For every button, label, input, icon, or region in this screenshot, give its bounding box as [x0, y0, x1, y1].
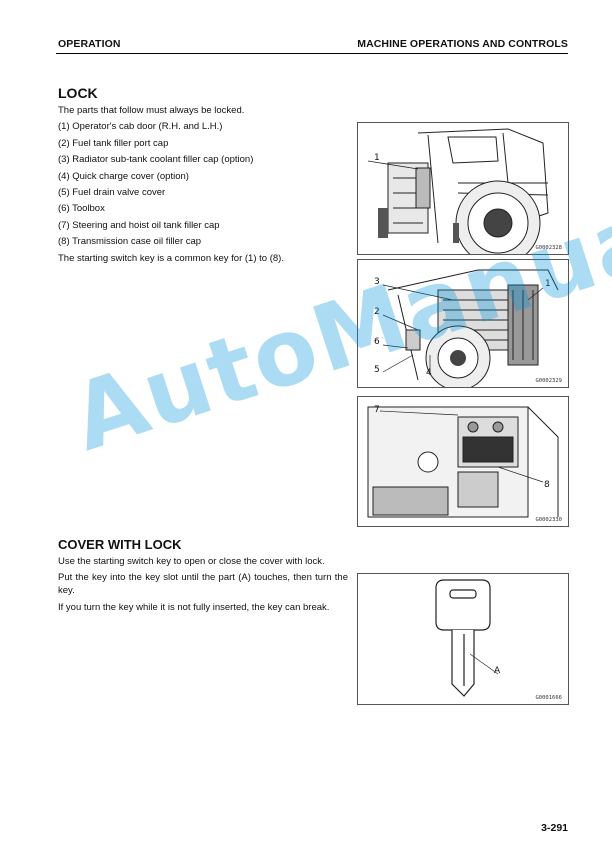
cover-paragraph-1: Use the starting switch key to open or c… [58, 556, 325, 567]
cover-paragraph-2: Put the key into the key slot until the … [58, 572, 348, 597]
header-section-title: OPERATION [58, 38, 121, 50]
cover-paragraph-3: If you turn the key while it is not full… [58, 601, 330, 613]
callout-2: 2 [374, 307, 380, 317]
lock-item-1: (1) Operator's cab door (R.H. and L.H.) [58, 121, 223, 133]
figure-code: G0001666 [535, 695, 563, 701]
figure-code: G0002330 [535, 517, 563, 523]
lock-intro: The parts that follow must always be loc… [58, 105, 245, 116]
figure-code: G0002328 [535, 245, 563, 251]
callout-1: 1 [545, 279, 551, 289]
lock-item-2: (2) Fuel tank filler port cap [58, 137, 169, 149]
cover-heading: COVER WITH LOCK [58, 537, 182, 552]
callout-6: 6 [374, 337, 380, 347]
figure-key: A G0001666 [357, 573, 569, 705]
header-rule [56, 53, 568, 54]
callout-a: A [494, 666, 501, 676]
lock-item-5: (5) Fuel drain valve cover [58, 187, 166, 199]
callout-8: 8 [544, 480, 550, 490]
key-illustration [435, 579, 499, 697]
right-side-illustration [367, 406, 559, 518]
figure-left-side: 3 1 2 6 5 4 G0002329 [357, 259, 569, 388]
lock-item-8: (8) Transmission case oil filler cap [58, 236, 202, 248]
callout-7: 7 [374, 405, 380, 415]
callout-1: 1 [374, 153, 380, 163]
callout-5: 5 [374, 365, 380, 375]
figure-right-side: 7 8 G0002330 [357, 396, 569, 527]
lock-item-6: (6) Toolbox [58, 203, 105, 215]
callout-4: 4 [426, 368, 432, 378]
page-number: 3-291 [541, 822, 568, 834]
lock-item-7: (7) Steering and hoist oil tank filler c… [58, 219, 220, 231]
lock-text-block: The parts that follow must always be loc… [58, 103, 348, 267]
cover-text-block: Use the starting switch key to open or c… [58, 555, 348, 617]
lock-item-3: (3) Radiator sub-tank coolant filler cap… [58, 154, 254, 166]
lock-item-4: (4) Quick charge cover (option) [58, 170, 189, 182]
figure-code: G0002329 [535, 378, 563, 384]
cab-door-illustration [367, 128, 549, 254]
figure-cab-door: 1 G0002328 [357, 122, 569, 255]
left-side-illustration [382, 269, 559, 387]
lock-note: The starting switch key is a common key … [58, 252, 284, 264]
lock-heading: LOCK [58, 85, 98, 101]
header-chapter-title: MACHINE OPERATIONS AND CONTROLS [357, 38, 568, 50]
callout-3: 3 [374, 277, 380, 287]
